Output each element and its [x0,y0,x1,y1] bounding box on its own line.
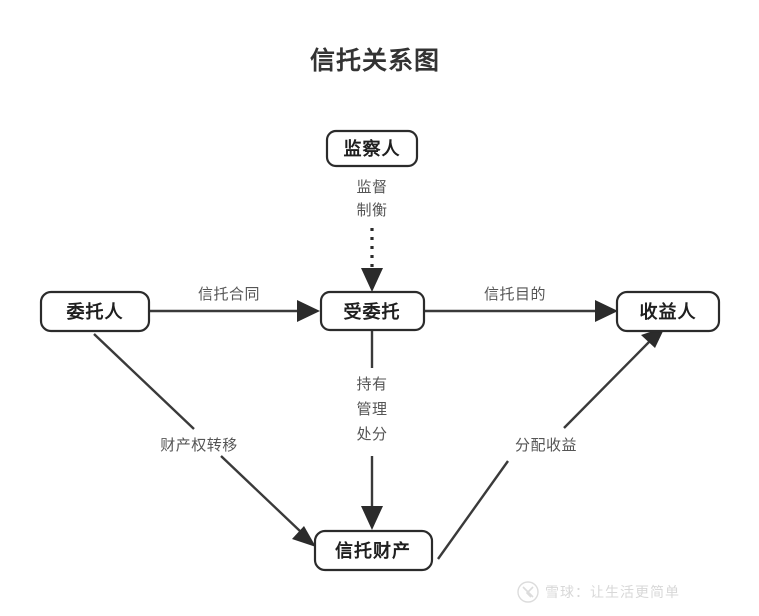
node-trust-property[interactable]: 信托财产 [313,529,434,572]
edge-line-trust-property-to-beneficiary-upper [563,341,650,429]
edge-label-trustee-to-beneficiary: 信托目的 [484,285,546,303]
edge-trust-property-to-beneficiary: 分配收益 [437,327,665,560]
node-label-trust-property: 信托财产 [335,540,411,562]
edge-supervisor-to-trustee: 监督 制衡 [356,178,387,292]
arrow-head-trustee-to-beneficiary [595,300,618,322]
edge-settlor-to-trustee: 信托合同 [149,285,320,322]
xueqiu-logo-mark-icon [522,586,534,598]
node-supervisor[interactable]: 监察人 [325,129,419,168]
node-label-trustee: 受委托 [344,301,401,323]
edge-line-settlor-to-trust-property-upper [93,333,195,430]
edge-label-supervisor-to-trustee-line2: 制衡 [356,201,387,219]
node-box-supervisor[interactable] [325,129,419,168]
edge-label-settlor-to-trust-property: 财产权转移 [160,436,238,454]
watermark: 雪球：让生活更简单 [517,581,680,603]
page-title: 信托关系图 [310,46,440,75]
edge-label-settlor-to-trustee: 信托合同 [198,285,260,303]
edge-trustee-to-beneficiary: 信托目的 [424,285,618,322]
edge-label-trustee-to-trust-property-line1: 持有 [356,375,387,393]
edge-label-trustee-to-trust-property-line2: 管理 [356,400,387,418]
node-box-beneficiary[interactable] [615,290,721,333]
node-box-settlor[interactable] [39,290,151,333]
node-box-trust-property[interactable] [313,529,434,572]
arrow-head-trust-property-to-beneficiary [641,327,665,348]
node-label-settlor: 委托人 [66,301,124,323]
node-beneficiary[interactable]: 收益人 [615,290,721,333]
arrow-head-settlor-to-trust-property [292,526,316,547]
node-label-supervisor: 监察人 [344,138,401,160]
arrow-head-supervisor-to-trustee [361,268,383,292]
edge-label-supervisor-to-trustee-line1: 监督 [356,178,387,196]
watermark-text: 雪球：让生活更简单 [545,584,680,601]
node-settlor[interactable]: 委托人 [39,290,151,333]
node-box-trustee[interactable] [319,290,426,332]
edge-settlor-to-trust-property: 财产权转移 [93,333,316,547]
edge-line-settlor-to-trust-property-lower [220,455,302,533]
arrow-head-settlor-to-trustee [297,300,320,322]
xueqiu-logo-icon [517,581,539,603]
node-trustee[interactable]: 受委托 [319,290,426,332]
edge-trustee-to-trust-property: 持有 管理 处分 [356,330,387,530]
edge-label-trust-property-to-beneficiary: 分配收益 [515,436,577,454]
edge-label-trustee-to-trust-property-line3: 处分 [356,425,387,443]
node-label-beneficiary: 收益人 [640,301,697,323]
arrow-head-trustee-to-trust-property [361,506,383,530]
edge-line-trust-property-to-beneficiary-lower [437,460,509,560]
